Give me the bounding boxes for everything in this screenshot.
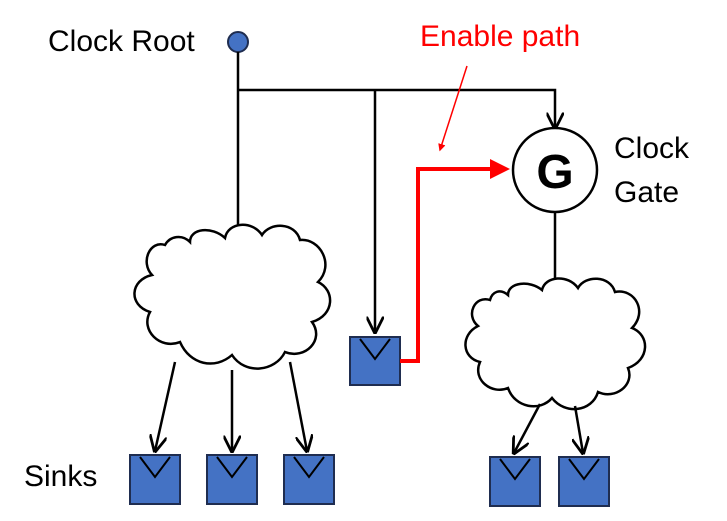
cloud-to-sink-1-wire — [155, 361, 177, 451]
clock-root-node-icon — [227, 31, 249, 53]
right-cloud-to-sink-1-wire — [514, 403, 542, 453]
gated-sink-register-1-icon — [489, 456, 541, 507]
sink-register-3-icon — [283, 454, 335, 505]
clock-gate-symbol: G — [536, 146, 573, 199]
sink-register-2-icon — [206, 454, 258, 505]
right-clock-tree-cloud-icon — [464, 277, 647, 411]
sinks-label: Sinks — [24, 460, 97, 493]
bus-to-gate-wire — [238, 88, 555, 128]
clock-gate-label-line2: Gate — [614, 176, 679, 209]
enable-path-pointer — [438, 65, 468, 152]
enable-path-label: Enable path — [420, 20, 580, 53]
clock-root-label: Clock Root — [48, 25, 195, 58]
enable-register-icon — [349, 336, 401, 386]
enable-path-wire — [400, 159, 510, 363]
clock-gate-label-line1: Clock — [614, 132, 690, 165]
left-clock-tree-cloud-icon — [133, 223, 332, 370]
right-cloud-to-sink-2-wire — [575, 405, 583, 453]
cloud-to-sink-3-wire — [288, 361, 307, 451]
sink-register-1-icon — [129, 454, 181, 505]
gated-sink-register-2-icon — [558, 456, 610, 507]
